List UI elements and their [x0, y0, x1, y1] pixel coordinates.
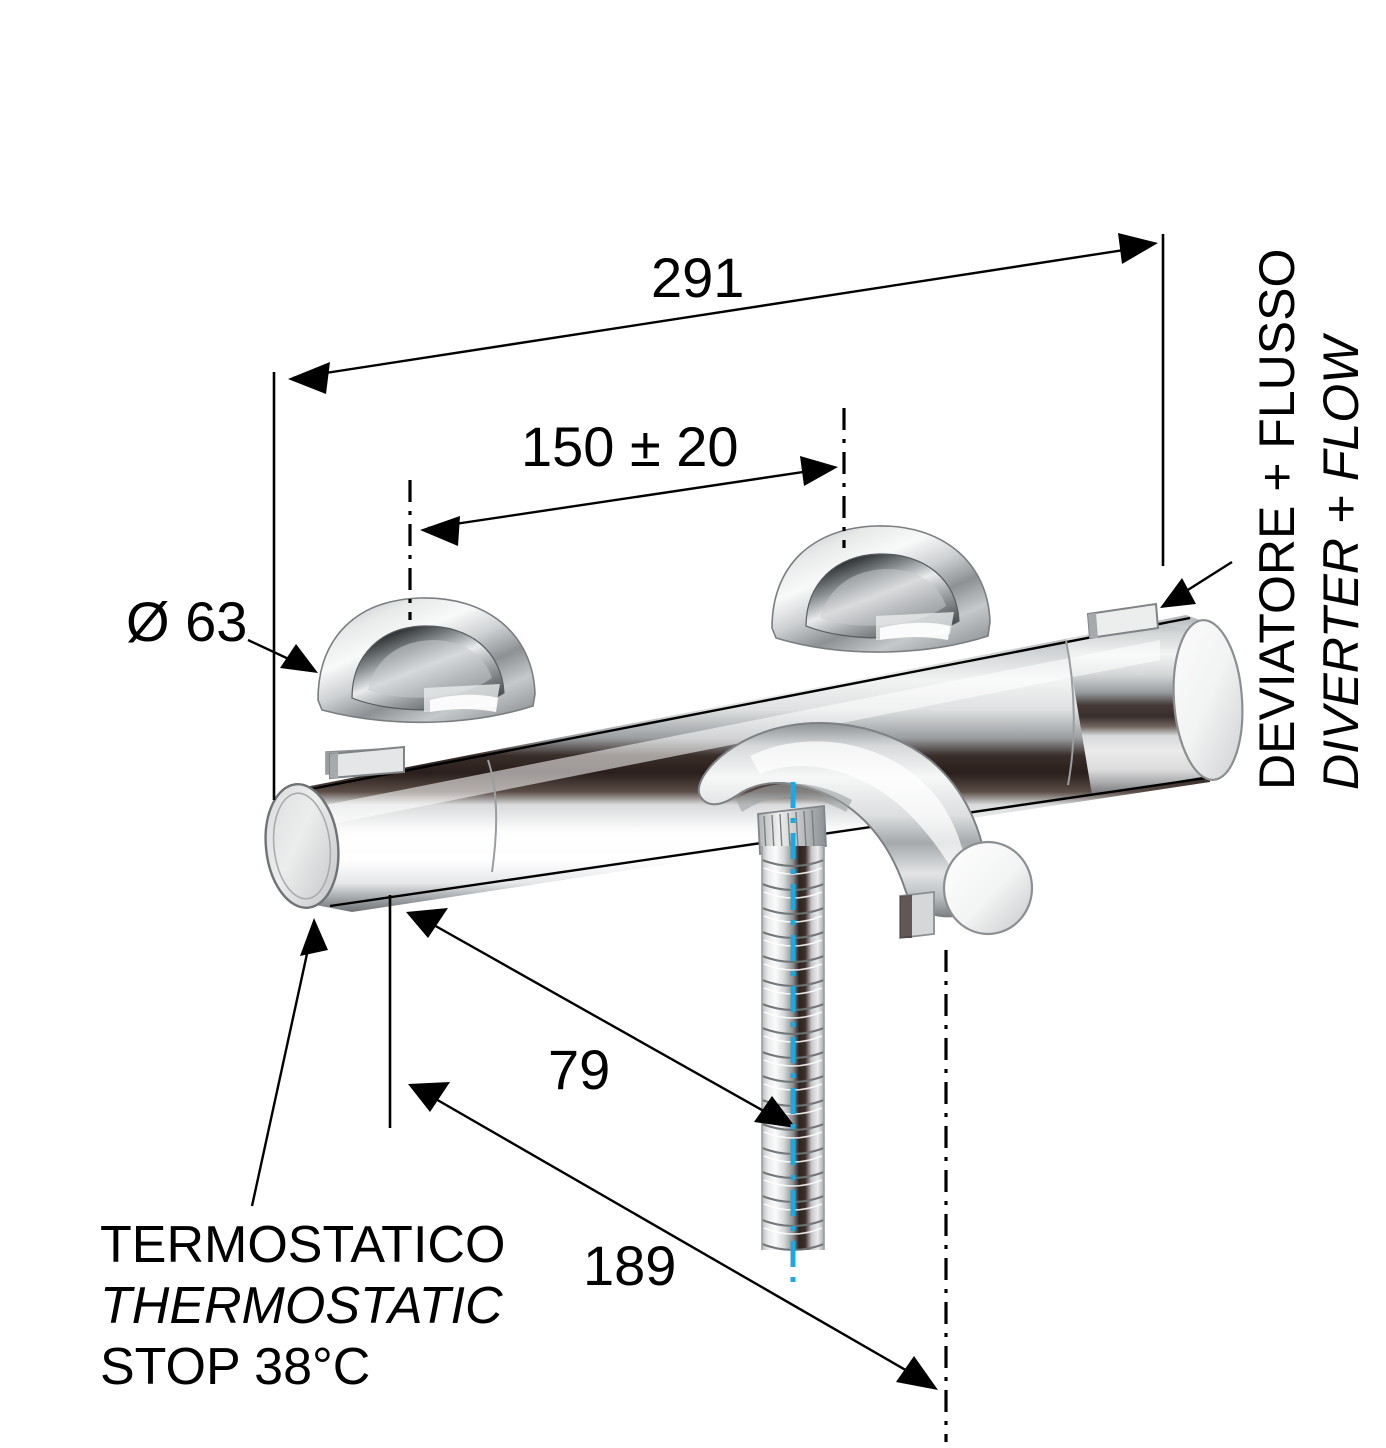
label-diverter-english: DIVERTER + FLOW — [1313, 332, 1369, 790]
leader-diameter-63 — [247, 638, 318, 673]
left-wall-escutcheon — [317, 597, 536, 775]
label-thermostatic-stop: STOP 38°C — [100, 1338, 370, 1396]
thermostatic-lever — [329, 745, 405, 780]
dimension-labels: 291 150 ± 20 Ø 63 79 189 — [126, 246, 744, 1297]
label-overall-width: 291 — [651, 246, 744, 309]
label-diverter-italian: DEVIATORE + FLUSSO — [1249, 249, 1305, 790]
right-wall-escutcheon — [771, 525, 991, 653]
label-body-to-outlet: 189 — [583, 1234, 676, 1297]
dimension-189 — [408, 1082, 938, 1390]
dimension-150 — [420, 456, 838, 546]
leader-diverter — [1160, 560, 1233, 608]
leader-thermostatic — [250, 918, 328, 1207]
annotation-labels: DEVIATORE + FLUSSO DIVERTER + FLOW TERMO… — [100, 249, 1369, 1396]
body-left-end-cap — [264, 783, 340, 909]
bath-spout — [697, 721, 1034, 940]
label-escutcheon-diameter: Ø 63 — [126, 590, 247, 653]
body-right-end-cap — [1172, 619, 1244, 781]
dimension-79 — [406, 908, 796, 1128]
label-thermostatic-italian: TERMOSTATICO — [100, 1216, 505, 1274]
dimension-291 — [288, 233, 1158, 394]
diverter-lever — [1086, 602, 1160, 640]
dimension-linework — [247, 233, 1233, 1442]
label-inlet-centers: 150 ± 20 — [521, 415, 739, 478]
label-spout-to-hose: 79 — [548, 1038, 610, 1101]
faucet-illustration — [264, 525, 1244, 1251]
label-thermostatic-english: THERMOSTATIC — [100, 1277, 503, 1335]
